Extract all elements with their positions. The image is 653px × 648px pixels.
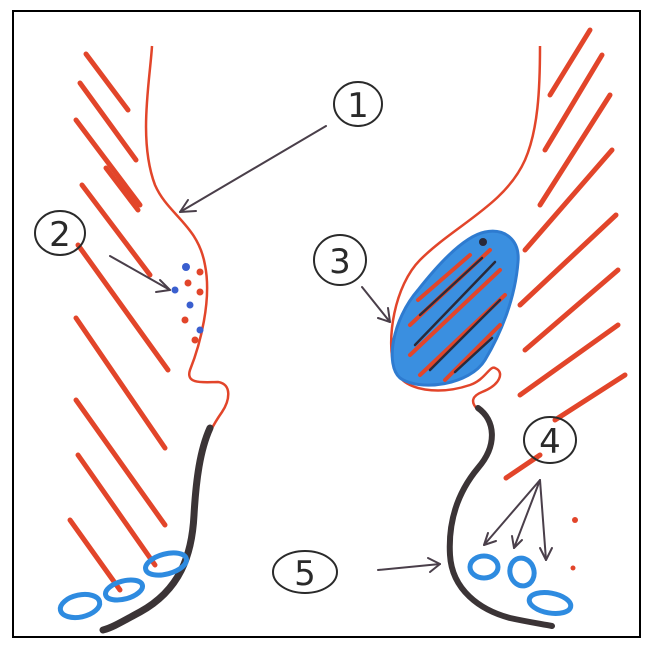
label-3: 3 [329, 242, 351, 282]
label-4: 4 [539, 422, 561, 462]
label-2: 2 [49, 215, 71, 255]
frame-border [13, 11, 640, 637]
label-1: 1 [347, 86, 369, 126]
label-5: 5 [294, 554, 316, 594]
